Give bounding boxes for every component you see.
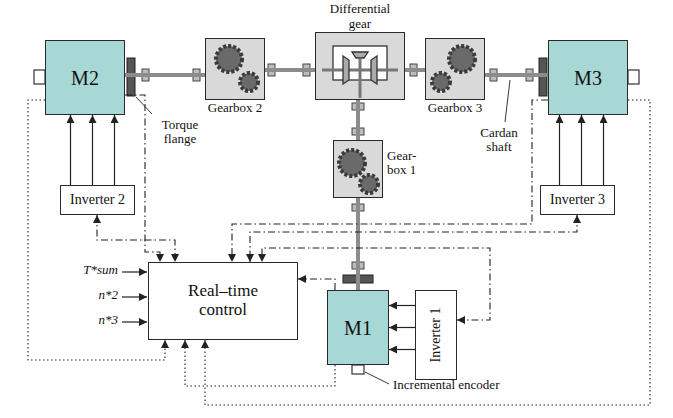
node-label: Gearbox 2 <box>208 101 263 115</box>
connector-path <box>125 95 160 262</box>
gearbox: Gearbox 2 <box>205 38 265 100</box>
shaft-connector <box>265 70 315 71</box>
node-label: Gear- box 1 <box>387 149 427 178</box>
encoder-stub <box>34 70 639 374</box>
node-label: Differential gear <box>318 2 402 31</box>
connector-path <box>125 73 205 77</box>
node-label: Inverter 3 <box>550 192 605 207</box>
inverter-box: Inverter 2 <box>60 185 135 215</box>
connector-path <box>28 100 165 360</box>
connector-path <box>298 279 335 290</box>
shaft-connector <box>485 75 548 76</box>
connector-path <box>485 73 548 77</box>
dotted-connector <box>28 100 165 360</box>
gearbox-fill <box>333 140 383 198</box>
connector-path <box>97 215 175 262</box>
power-connector <box>389 306 415 350</box>
node-label: M2 <box>71 67 99 89</box>
cardan-joint <box>142 64 533 269</box>
connector-path <box>92 115 93 185</box>
gearbox-fill <box>425 38 485 100</box>
node-label: M1 <box>344 317 372 339</box>
shaft-connector <box>125 75 205 76</box>
connector-path <box>603 115 604 185</box>
motor-box: M3 <box>548 40 628 115</box>
node-label: Inverter 1 <box>428 308 443 363</box>
dashdot-connector <box>250 215 577 262</box>
dashdot-connector <box>232 100 548 262</box>
differential-symbol <box>322 46 398 98</box>
control-box: Real–time control <box>148 262 298 340</box>
part-label: Incremental encoder <box>393 378 499 392</box>
inverter-box: Inverter 3 <box>540 185 615 215</box>
dashdot-connector <box>97 215 175 262</box>
node-label: M3 <box>574 67 602 89</box>
signal-name: n*3 <box>62 313 118 327</box>
gearbox: Gear- box 1 <box>333 140 383 198</box>
node-label: Real–time control <box>168 282 278 319</box>
differential-gear: Differential gear <box>315 32 405 100</box>
connector-path <box>70 115 71 185</box>
connector-path <box>114 115 115 185</box>
gearbox-fill <box>205 38 265 100</box>
dashdot-connector <box>125 95 160 262</box>
part-label: Torque flange <box>150 118 210 147</box>
inverter-box: Inverter 1 <box>415 290 457 380</box>
connector-path <box>356 198 360 290</box>
differential-fill <box>315 32 405 100</box>
shaft-connector <box>358 198 359 290</box>
dashdot-connector <box>298 279 335 290</box>
connector-path <box>581 115 582 185</box>
gearbox: Gearbox 3 <box>425 38 485 100</box>
connector-path <box>389 305 415 306</box>
connector-path <box>265 68 315 72</box>
connector-path <box>559 115 560 185</box>
gear-symbol <box>216 46 475 193</box>
part-label: Cardan shaft <box>470 126 528 155</box>
motor-box: M2 <box>45 40 125 115</box>
node-label: Gearbox 3 <box>428 101 483 115</box>
shaft-connector <box>358 100 359 140</box>
input-arrow <box>122 272 147 322</box>
dotted-connector <box>205 100 650 405</box>
node-label: Inverter 2 <box>70 192 125 207</box>
shaft-connector <box>405 70 425 71</box>
motor-box: M1 <box>327 290 389 365</box>
connector-path <box>250 215 577 262</box>
connector-path <box>232 100 548 262</box>
power-connector <box>560 115 604 185</box>
connector-path <box>389 349 415 350</box>
connector-path <box>205 100 650 405</box>
connector-path <box>405 68 425 72</box>
signal-name: n*2 <box>62 288 118 302</box>
connector-path <box>389 327 415 328</box>
torque-flange <box>127 58 547 283</box>
signal-name: T*sum <box>62 263 118 277</box>
connector-path <box>356 100 360 140</box>
power-connector <box>71 115 115 185</box>
connector-path <box>185 340 335 386</box>
dotted-connector <box>185 340 335 386</box>
